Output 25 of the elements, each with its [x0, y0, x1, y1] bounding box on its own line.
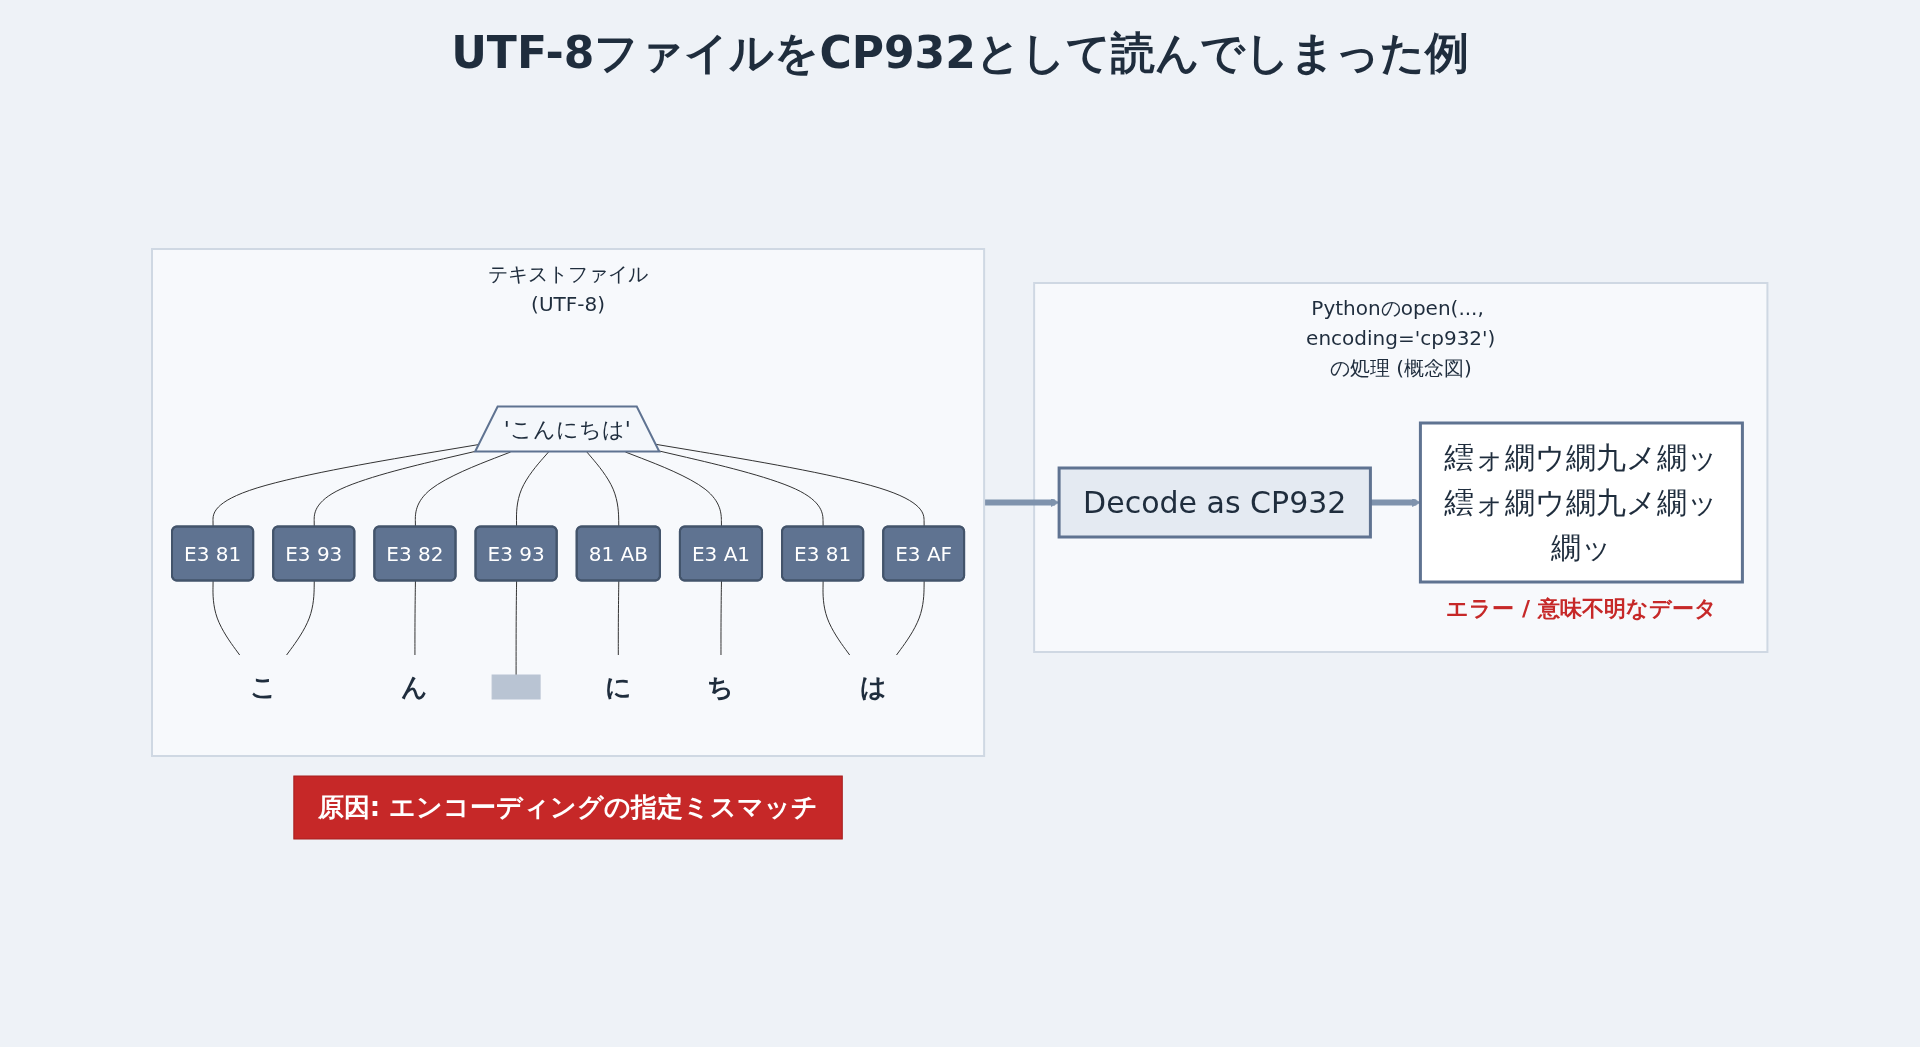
connector — [515, 580, 518, 676]
node-box: 原因: エンコーディングの指定ミスマッチ — [293, 775, 844, 840]
connector — [822, 580, 851, 656]
node-box — [491, 674, 541, 700]
error-caption: エラー / 意味不明なデータ — [1446, 596, 1717, 621]
connector — [895, 580, 925, 656]
connector — [618, 580, 620, 656]
connector — [516, 451, 550, 528]
connector — [313, 450, 477, 528]
node-text: ち — [707, 671, 735, 702]
node-text: ん — [401, 671, 429, 702]
node-text: に — [605, 671, 633, 702]
connector — [414, 580, 417, 656]
connector — [586, 451, 620, 528]
node-box: Decode as CP932 — [1057, 466, 1373, 539]
node-text: は — [859, 671, 887, 702]
connector — [655, 443, 925, 528]
connector — [720, 580, 723, 656]
arrow — [984, 498, 1060, 507]
connector — [212, 580, 241, 656]
connector — [659, 450, 824, 528]
connector — [286, 580, 316, 656]
node-text: こ — [249, 671, 277, 702]
node-box: 繧ォ繝ウ繝九メ繝ッ 繧ォ繝ウ繝九メ繝ッ 繝ッ — [1419, 421, 1745, 584]
diagram-title: UTF-8ファイルをCP932として読んでしまった例 — [451, 26, 1469, 80]
